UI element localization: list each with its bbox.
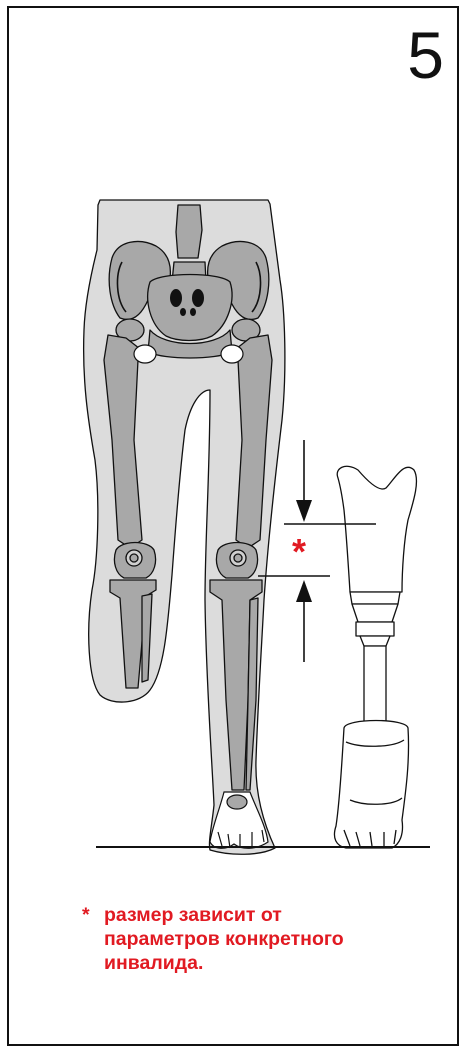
measurement-note: *размер зависит от параметров конкретног…	[82, 903, 344, 975]
note-line-2: параметров конкретного	[82, 927, 344, 951]
prosthesis-socket	[337, 466, 416, 592]
prosthesis-adapter	[350, 592, 400, 604]
note-line-1-text: размер зависит от	[104, 904, 282, 926]
left-knee	[114, 543, 155, 579]
right-knee	[216, 543, 257, 579]
prosthesis-pylon	[364, 646, 386, 724]
prosthesis-foot	[334, 721, 408, 849]
note-asterisk: *	[82, 903, 104, 927]
note-line-3: инвалида.	[82, 951, 344, 975]
measurement-asterisk: *	[292, 531, 306, 572]
note-line-1: *размер зависит от	[82, 903, 344, 927]
